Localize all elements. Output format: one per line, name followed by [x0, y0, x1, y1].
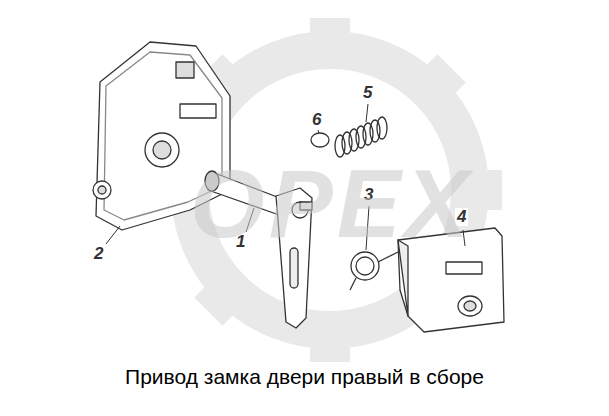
- caption: Привод замка двери правый в сборе: [0, 364, 609, 390]
- callout-number: 6: [310, 111, 323, 129]
- callout-number: 2: [92, 245, 105, 263]
- watermark: OPEX: [190, 156, 473, 252]
- coil-spring: [335, 117, 387, 157]
- cap: [311, 133, 329, 147]
- callout-number: 5: [361, 84, 374, 102]
- torsion-spring: [350, 252, 398, 290]
